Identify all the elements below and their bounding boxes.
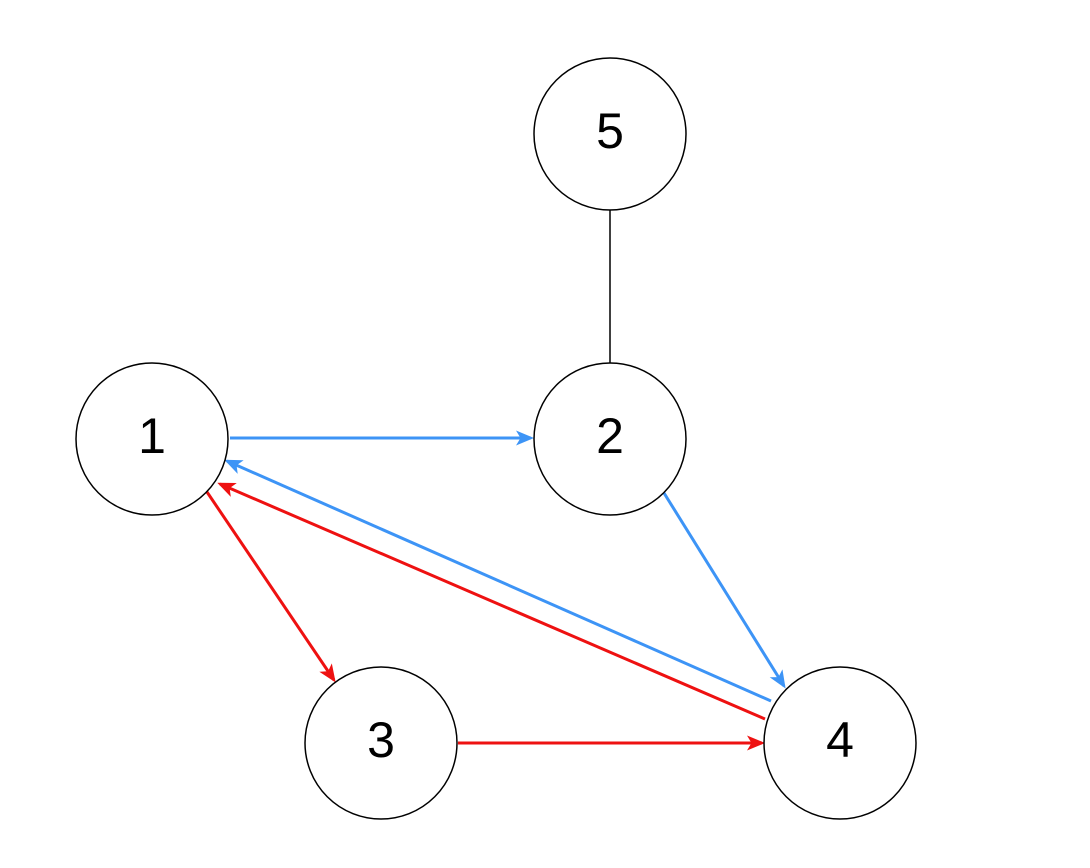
- node-label-4: 4: [826, 712, 854, 768]
- node-4: 4: [763, 666, 917, 820]
- edge-4-1-arrow: [224, 459, 772, 703]
- node-label-3: 3: [367, 712, 395, 768]
- node-circle-4: [763, 666, 917, 820]
- node-1: 1: [75, 362, 229, 516]
- nodes-layer: 1 2 3 4 5: [75, 57, 917, 820]
- node-2: 2: [533, 362, 687, 516]
- node-circle-3: [304, 666, 458, 820]
- node-circle-1: [75, 362, 229, 516]
- node-5: 5: [533, 57, 687, 211]
- node-label-2: 2: [596, 408, 624, 464]
- node-label-1: 1: [138, 408, 166, 464]
- node-3: 3: [304, 666, 458, 820]
- node-circle-2: [533, 362, 687, 516]
- node-circle-5: [533, 57, 687, 211]
- node-label-5: 5: [596, 103, 624, 159]
- edge-4-1-arrow: [217, 482, 766, 721]
- edge-1-3-arrow: [205, 491, 336, 683]
- edges-layer: [205, 210, 786, 751]
- edge-2-4-arrow: [662, 492, 786, 689]
